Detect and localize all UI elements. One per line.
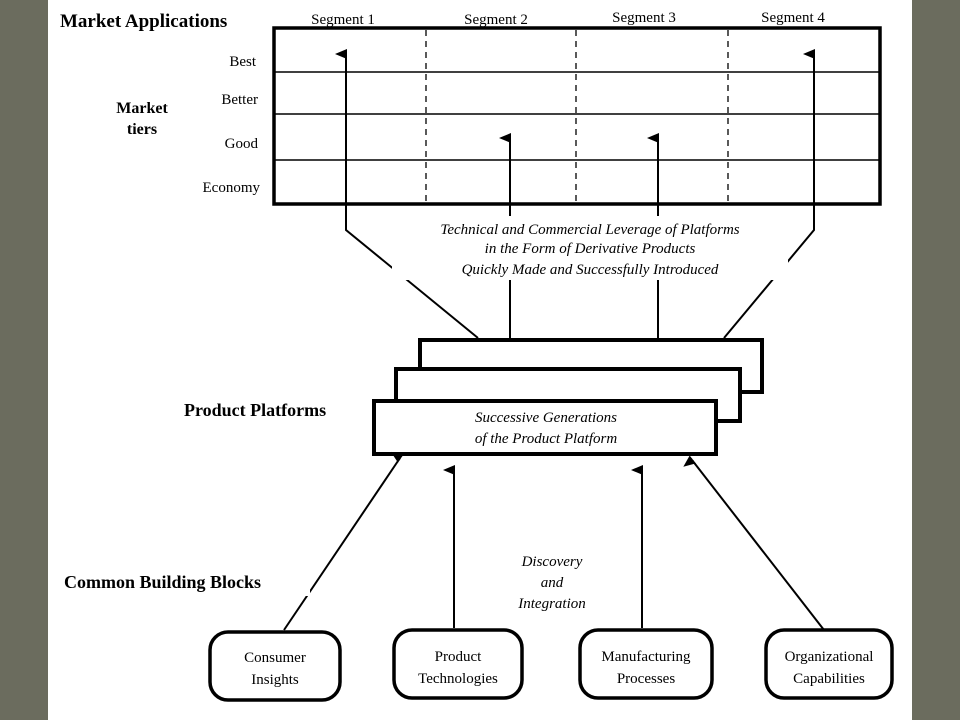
discovery-text-line1: Discovery xyxy=(521,554,583,570)
segment-1-label: Segment 1 xyxy=(311,12,375,28)
building-block-consumer-insights: Consumer Insights xyxy=(208,630,342,702)
block-manufacturing-processes-line1: Manufacturing xyxy=(601,649,691,665)
leverage-text-line1: Technical and Commercial Leverage of Pla… xyxy=(440,222,739,238)
market-tiers-label-line2: tiers xyxy=(127,121,157,138)
leverage-text-bg xyxy=(392,216,788,280)
tier-economy-label: Economy xyxy=(203,180,261,196)
product-platform-stack xyxy=(372,338,764,456)
building-block-arrows xyxy=(283,451,825,631)
leverage-text-line2: in the Form of Derivative Products xyxy=(485,241,696,257)
discovery-text-line2: and xyxy=(541,575,564,591)
building-block-manufacturing-processes: Manufacturing Processes xyxy=(578,628,714,700)
segment-3-label: Segment 3 xyxy=(612,10,676,26)
tier-good-label: Good xyxy=(225,136,259,152)
building-blocks-label-bg xyxy=(62,570,310,596)
diagram-slide: Market Applications Segment 1 Segment 2 … xyxy=(48,0,912,720)
market-grid xyxy=(272,26,882,206)
platform-generation-1 xyxy=(372,399,718,456)
leverage-text-line3: Quickly Made and Successfully Introduced xyxy=(462,262,719,278)
block-organizational-capabilities-line2: Capabilities xyxy=(793,671,865,687)
tier-better-label: Better xyxy=(221,92,258,108)
leverage-arrow-segment-4 xyxy=(723,49,815,339)
platform-text-line1: Successive Generations xyxy=(475,410,617,426)
block-consumer-insights-line2: Insights xyxy=(251,672,299,688)
discovery-text-line3: Integration xyxy=(517,596,586,612)
leverage-arrows xyxy=(335,49,815,339)
platform-diagram: Market Applications Segment 1 Segment 2 … xyxy=(60,10,894,702)
building-block-product-technologies: Product Technologies xyxy=(392,628,524,700)
product-platforms-label: Product Platforms xyxy=(184,400,326,420)
block-consumer-insights-line1: Consumer xyxy=(244,650,306,666)
market-tiers-label-line1: Market xyxy=(116,100,168,117)
common-building-blocks-label: Common Building Blocks xyxy=(64,572,261,592)
block-manufacturing-processes-line2: Processes xyxy=(617,671,675,687)
arrow-organizational-capabilities xyxy=(683,455,825,631)
platform-text-line2: of the Product Platform xyxy=(475,431,618,447)
left-margin xyxy=(0,0,48,720)
leverage-arrow-segment-1 xyxy=(335,49,479,339)
segment-4-label: Segment 4 xyxy=(761,10,825,26)
market-applications-title: Market Applications xyxy=(60,11,227,32)
segment-2-label: Segment 2 xyxy=(464,12,528,28)
tier-best-label: Best xyxy=(229,54,257,70)
right-margin xyxy=(912,0,960,720)
block-organizational-capabilities-line1: Organizational xyxy=(785,649,874,665)
building-block-organizational-capabilities: Organizational Capabilities xyxy=(764,628,894,700)
block-product-technologies-line2: Technologies xyxy=(418,671,498,687)
arrow-consumer-insights xyxy=(283,451,404,631)
block-product-technologies-line1: Product xyxy=(435,649,482,665)
